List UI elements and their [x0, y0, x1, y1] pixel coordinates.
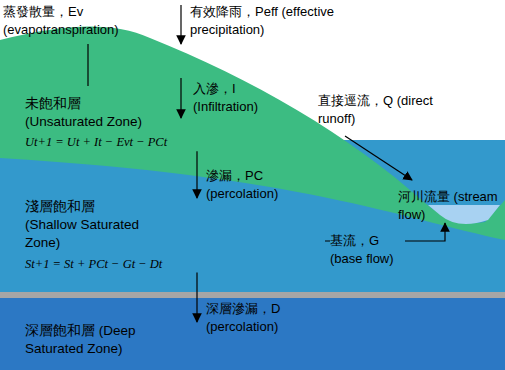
precipitation-arrow [180, 5, 181, 44]
flow-label: 深層滲漏，D (percolation) [206, 300, 316, 335]
shallow-saturated-zone: 淺層飽和層 (Shallow Saturated Zone) St+1 = St … [25, 198, 325, 273]
flux-label: 蒸發散量，Ev (evapotranspiration) [3, 3, 138, 38]
stream-flow: 河川流量 (stream flow) [398, 188, 498, 223]
zone-name: 河川流量 (stream flow) [398, 188, 498, 223]
unsaturated-zone: 未飽和層 (Unsaturated Zone) Ut+1 = Ut + It − … [25, 95, 200, 151]
zone-name: 淺層飽和層 (Shallow Saturated Zone) [25, 198, 150, 253]
flow-arrow [196, 273, 197, 322]
deep-saturated-zone: 深層飽和層 (Deep Saturated Zone) [25, 322, 225, 358]
river-water [428, 205, 500, 224]
deep-layer [0, 298, 505, 370]
zone-name: 未飽和層 (Unsaturated Zone) [25, 95, 160, 131]
evapotranspiration-line [87, 44, 88, 86]
runoff-arrow [345, 136, 412, 180]
balance-equation: St+1 = St + PCt − Gt − Dt [25, 256, 325, 273]
infiltration-arrow [180, 78, 181, 118]
flux-label: 有效降雨，Peff (effective precipitation) [190, 3, 350, 38]
flux-label: 直接逕流，Q (direct runoff) [318, 92, 440, 127]
flow-arrow [196, 151, 197, 198]
flux-label: 入滲，I (Infiltration) [193, 80, 303, 115]
flow-label: 基流，G (base flow) [330, 232, 405, 267]
balance-equation: Ut+1 = Ut + It − Evt − PCt [25, 134, 200, 151]
flow-label: 滲漏，PC (percolation) [206, 167, 301, 202]
zone-name: 深層飽和層 (Deep Saturated Zone) [25, 322, 175, 358]
confining-layer [0, 292, 505, 298]
